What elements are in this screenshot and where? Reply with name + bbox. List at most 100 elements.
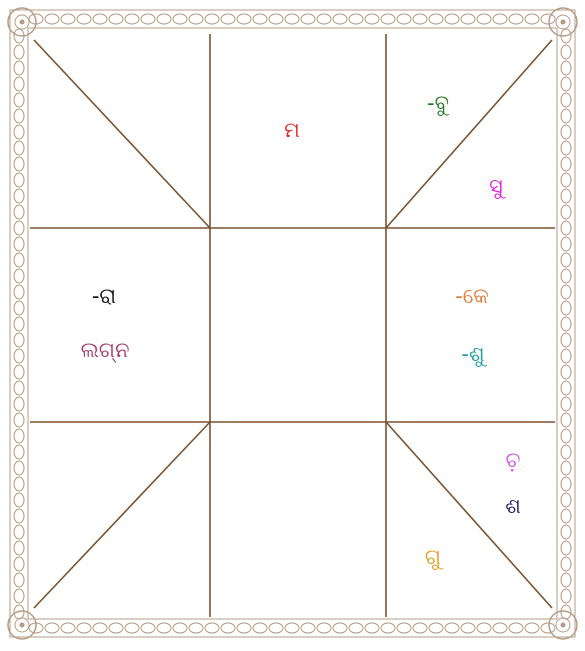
border-ornament-top	[525, 14, 539, 24]
border-ornament-bottom	[509, 623, 523, 633]
planet-label-su: ସୁ	[489, 174, 503, 198]
border-ornament-left	[14, 45, 24, 59]
border-ornament-left	[14, 285, 24, 299]
border-ornament-right	[561, 365, 571, 379]
planet-label-chandra: ଚ଼	[506, 448, 521, 472]
border-ornament-right	[561, 493, 571, 507]
border-ornament-left	[14, 77, 24, 91]
border-ornament-left	[14, 237, 24, 251]
border-ornament-right	[561, 445, 571, 459]
border-ornament-top	[541, 14, 555, 24]
border-ornament-right	[561, 573, 571, 587]
border-ornament-top	[493, 14, 507, 24]
border-ornament-left	[14, 493, 24, 507]
border-ornament-right	[561, 269, 571, 283]
border-ornament-top	[365, 14, 379, 24]
border-ornament-left	[14, 381, 24, 395]
border-ornament-top	[269, 14, 283, 24]
border-ornament-right	[561, 189, 571, 203]
border-ornament-top	[77, 14, 91, 24]
border-ornament-top	[125, 14, 139, 24]
border-ornament-top	[173, 14, 187, 24]
border-ornament-right	[561, 557, 571, 571]
border-ornament-left	[14, 541, 24, 555]
border-ornament-right	[561, 349, 571, 363]
border-ornament-left	[14, 461, 24, 475]
border-ornament-left	[14, 445, 24, 459]
border-ornament-bottom	[397, 623, 411, 633]
border-ornament-bottom	[413, 623, 427, 633]
border-ornament-right	[561, 205, 571, 219]
border-ornament-bottom	[285, 623, 299, 633]
border-ornament-bottom	[173, 623, 187, 633]
planet-label-sha: ଶ	[505, 494, 521, 518]
border-ornament-bottom	[445, 623, 459, 633]
border-ornament-right	[561, 397, 571, 411]
border-ornament-right	[561, 541, 571, 555]
border-ornament-bottom	[381, 623, 395, 633]
planet-label-gu: ଗୁ	[425, 545, 441, 569]
border-ornament-left	[14, 557, 24, 571]
corner-flourish-dot	[561, 623, 566, 628]
border-ornament-top	[509, 14, 523, 24]
border-ornament-top	[157, 14, 171, 24]
border-ornament-left	[14, 253, 24, 267]
border-ornament-bottom	[237, 623, 251, 633]
border-ornament-bottom	[541, 623, 555, 633]
border-ornament-top	[429, 14, 443, 24]
lagna-label: ଲଗ୍ନ	[81, 338, 130, 362]
border-ornament-right	[561, 285, 571, 299]
border-ornament-right	[561, 93, 571, 107]
border-ornament-right	[561, 461, 571, 475]
planet-label-shu-retro: -ଶୁ	[461, 342, 484, 366]
border-ornament-left	[14, 349, 24, 363]
border-ornament-bottom	[157, 623, 171, 633]
border-ornament-left	[14, 173, 24, 187]
border-ornament-bottom	[45, 623, 59, 633]
border-ornament-bottom	[365, 623, 379, 633]
planet-label-bu-retro: -ବୁ	[427, 91, 449, 115]
border-ornament-right	[561, 589, 571, 603]
border-ornament-bottom	[189, 623, 203, 633]
border-ornament-left	[14, 509, 24, 523]
border-ornament-bottom	[333, 623, 347, 633]
diagonal-top-left	[34, 40, 210, 228]
border-ornament-bottom	[109, 623, 123, 633]
border-ornament-right	[561, 157, 571, 171]
border-ornament-bottom	[221, 623, 235, 633]
border-ornament-left	[14, 413, 24, 427]
border-ornament-bottom	[141, 623, 155, 633]
border-ornament-top	[477, 14, 491, 24]
border-ornament-top	[93, 14, 107, 24]
border-ornament-bottom	[461, 623, 475, 633]
border-ornament-top	[237, 14, 251, 24]
border-ornament-top	[141, 14, 155, 24]
border-ornament-right	[561, 429, 571, 443]
border-ornament-bottom	[429, 623, 443, 633]
border-ornament-left	[14, 221, 24, 235]
border-ornament-left	[14, 333, 24, 347]
border-ornament-left	[14, 589, 24, 603]
border-ornament-right	[561, 77, 571, 91]
border-ornament-right	[561, 525, 571, 539]
planet-label-ma: ମ	[284, 118, 300, 142]
border-ornament-left	[14, 301, 24, 315]
border-ornament-top	[109, 14, 123, 24]
diagonal-bottom-left	[34, 422, 210, 608]
border-ornament-top	[349, 14, 363, 24]
border-ornament-right	[561, 253, 571, 267]
border-ornament-left	[14, 189, 24, 203]
border-ornament-left	[14, 429, 24, 443]
border-ornament-bottom	[477, 623, 491, 633]
border-ornament-bottom	[77, 623, 91, 633]
border-ornament-left	[14, 157, 24, 171]
border-ornament-left	[14, 109, 24, 123]
border-ornament-right	[561, 301, 571, 315]
border-ornament-right	[561, 333, 571, 347]
border-ornament-right	[561, 509, 571, 523]
border-ornament-right	[561, 109, 571, 123]
corner-flourish-dot	[20, 20, 25, 25]
planet-label-ra-retro: -ରା	[92, 284, 116, 308]
